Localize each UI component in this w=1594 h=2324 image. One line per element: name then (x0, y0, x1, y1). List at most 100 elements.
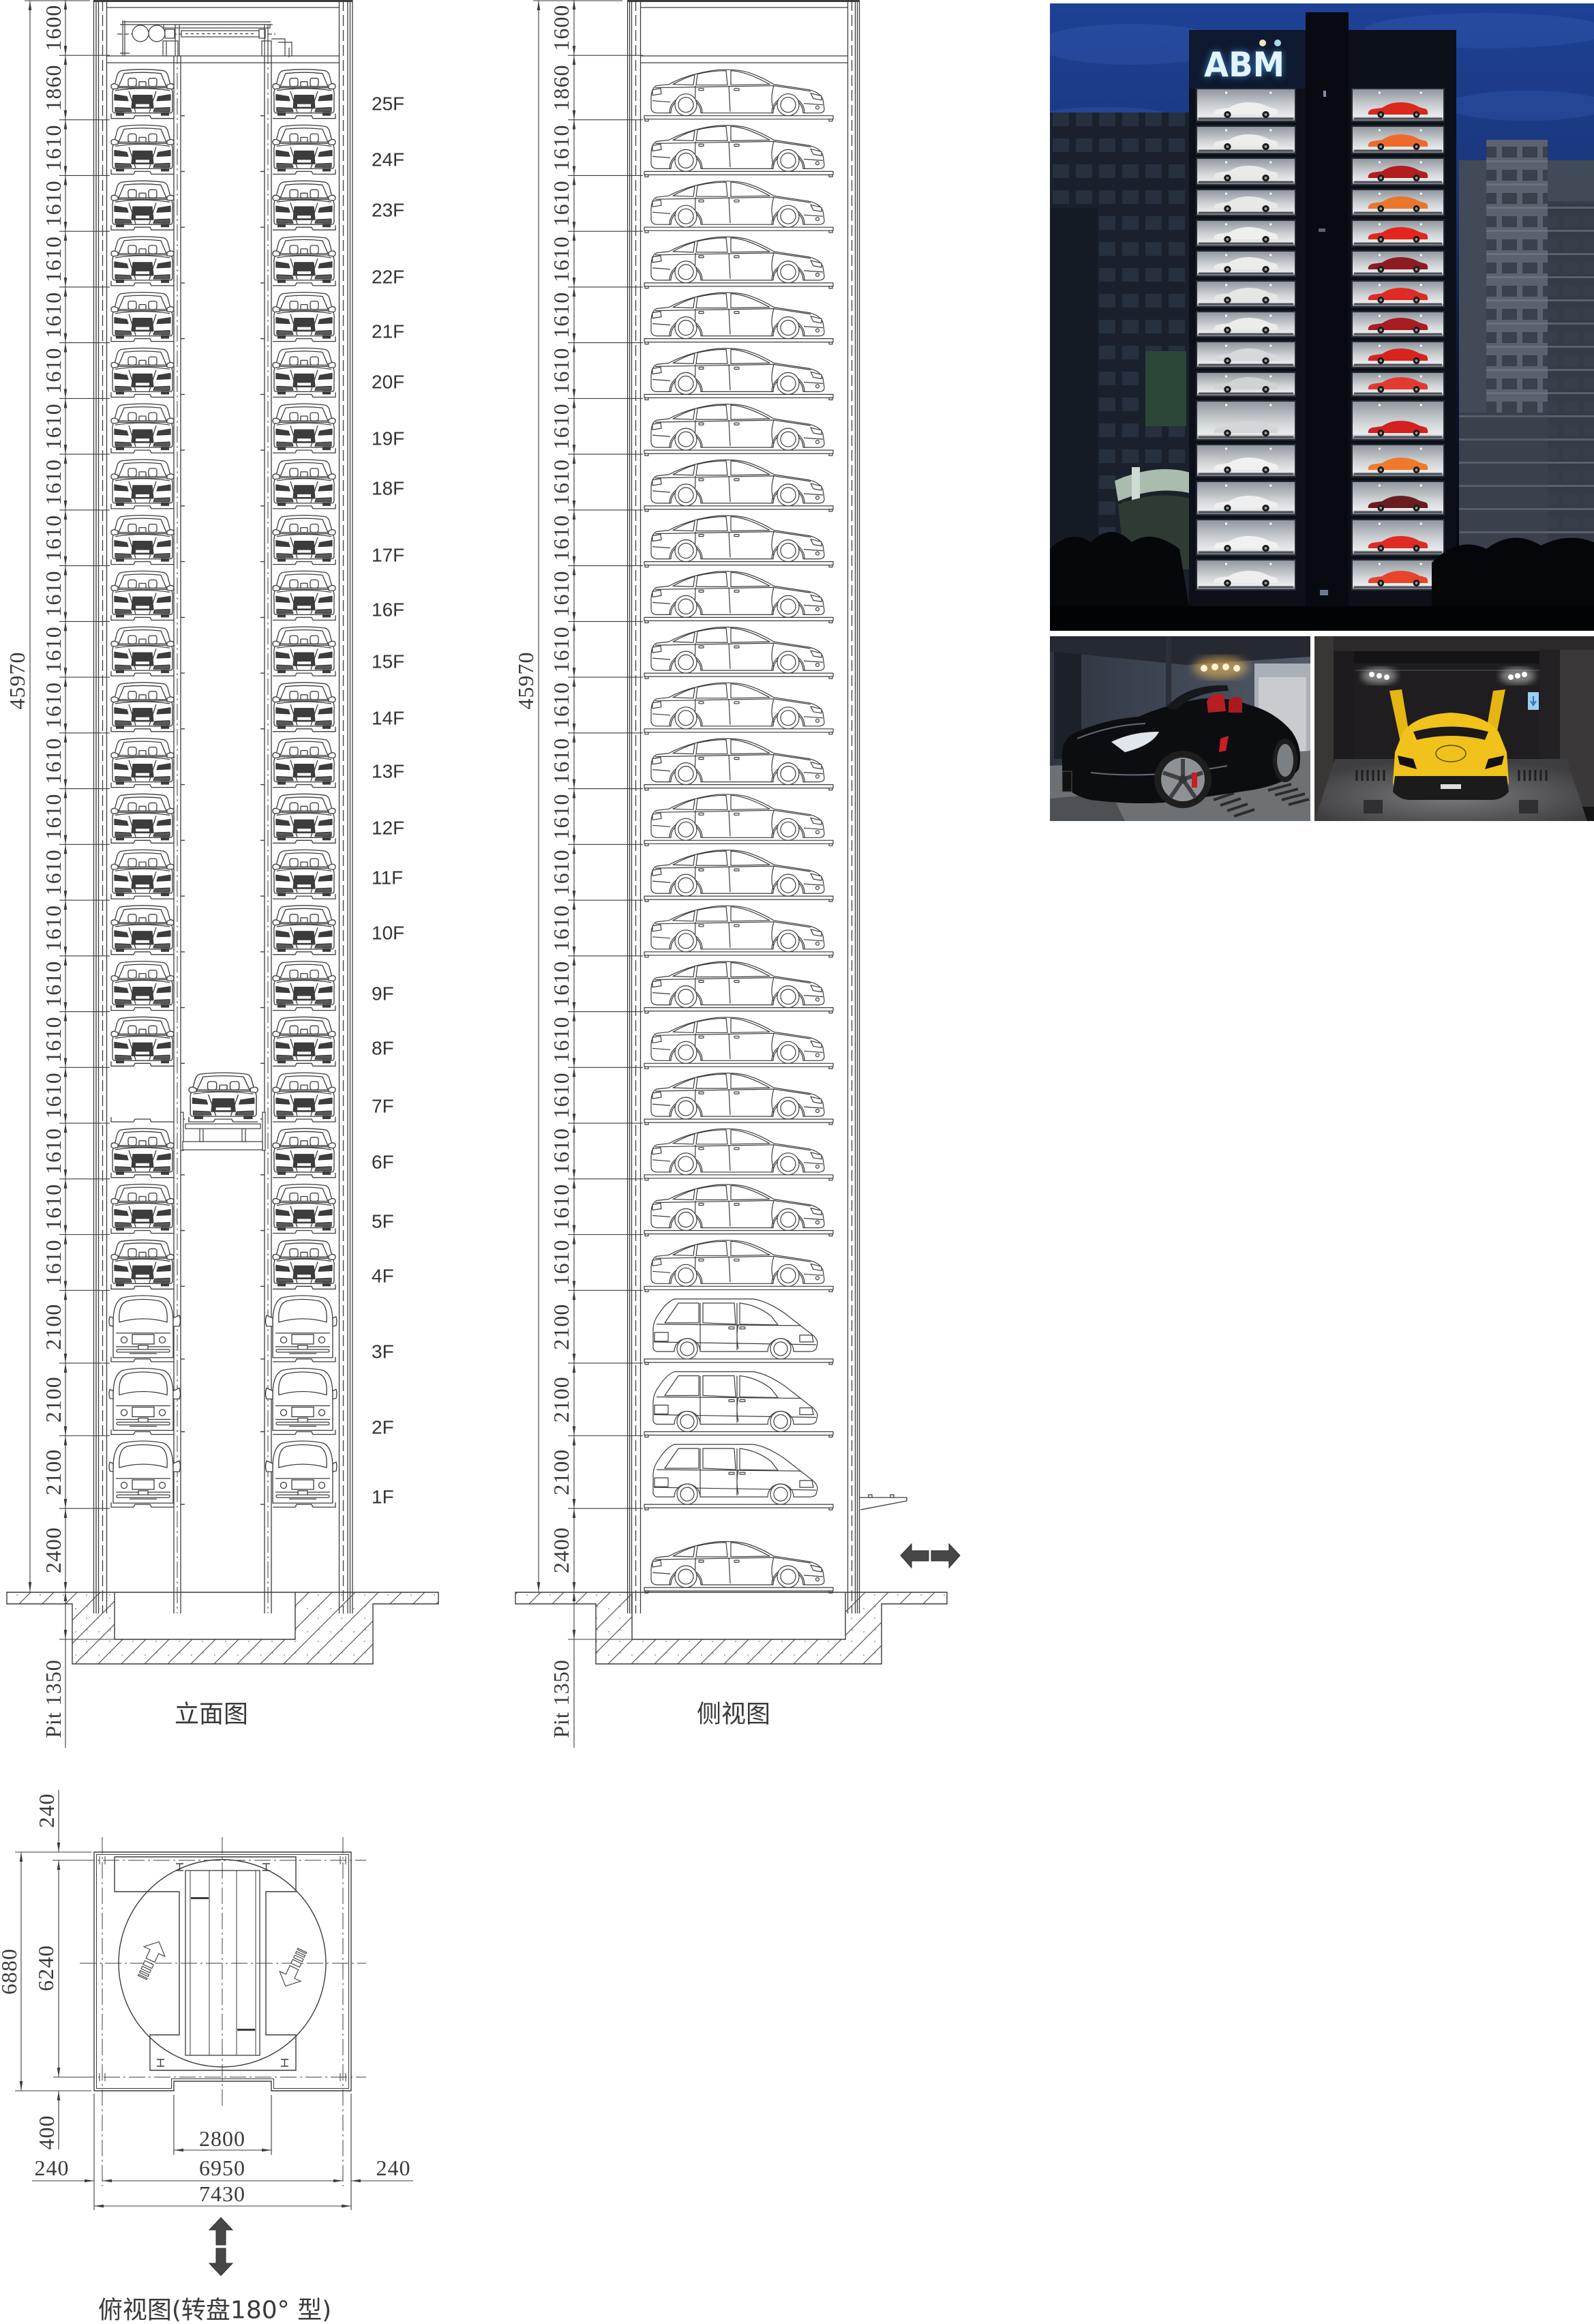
overall-height-label: 45970 (5, 652, 29, 710)
wheel-hub (1179, 775, 1187, 784)
headlight (1398, 756, 1417, 769)
car-body (1368, 196, 1428, 209)
parking-bay (1351, 158, 1445, 185)
level-height-label: 1610 (41, 125, 65, 171)
car-body (1368, 348, 1428, 361)
bay-lamp-icon (1269, 91, 1272, 94)
floor-20f: 20F (110, 347, 404, 398)
mpv-side-icon (644, 1371, 834, 1438)
sedan-front-icon (272, 236, 336, 284)
hoist-leg (261, 40, 272, 57)
bay-lamp-icon (1269, 192, 1272, 195)
wheel-hub (1264, 388, 1267, 391)
ground-shadow (1050, 606, 1594, 631)
sedan-front-icon (272, 626, 336, 674)
canopy-bracket (868, 1494, 873, 1498)
car (1368, 348, 1428, 364)
level-height-label: 1610 (41, 292, 65, 338)
hoist-leg-detail (264, 25, 269, 56)
bay-lamp-icon (1419, 375, 1422, 378)
parking-bay (1351, 220, 1445, 247)
wheel-hub (1226, 207, 1229, 210)
bay-lamp-icon (1419, 254, 1422, 256)
sign-dot-icon (1274, 40, 1281, 46)
level-height-label: 2100 (41, 1376, 65, 1422)
wheel-hub (1226, 582, 1229, 584)
level-height-label: 2100 (41, 1304, 65, 1350)
bay-lamp-icon (1378, 223, 1381, 226)
level-height-label: 1610 (41, 348, 65, 394)
car (1368, 421, 1428, 436)
light-icon (1515, 673, 1520, 679)
i-beam-icon (157, 1863, 288, 2067)
level-height-label: 1610 (41, 459, 65, 505)
level-height-label: 1610 (549, 180, 573, 226)
sedan-front-icon (110, 236, 175, 284)
side-view: 1600186016101610161016101610161016101610… (513, 0, 961, 1748)
side-level-8f (644, 1017, 834, 1069)
wheel-hub (1379, 207, 1383, 210)
car (1214, 348, 1278, 364)
car-body (1214, 318, 1278, 330)
floor-label: 6F (372, 1152, 394, 1173)
car (1214, 496, 1278, 511)
light-icon (1377, 673, 1382, 679)
bay-lamp-icon (1419, 192, 1422, 195)
bay-glass (1351, 280, 1445, 308)
sedan-side-icon (644, 794, 834, 846)
floor-18f: 18F (110, 459, 404, 509)
parking-bay (1351, 125, 1445, 154)
red-seat (1229, 696, 1242, 713)
sedan-front-icon (110, 849, 175, 897)
front-clearance-label: 400 (34, 2115, 59, 2150)
car (1214, 421, 1278, 436)
light-icon (1212, 664, 1218, 670)
floor-label: 22F (372, 267, 404, 288)
level-height-label: 1610 (549, 682, 573, 728)
side-level-1f (644, 1444, 834, 1510)
floor-label: 12F (372, 818, 404, 839)
light-icon (1522, 672, 1527, 677)
sedan-front-icon (272, 459, 336, 507)
wheel-hub (1264, 113, 1267, 116)
right-inner-post (1539, 650, 1560, 779)
wheel-hub (1264, 432, 1267, 434)
wheel-hub (1415, 238, 1418, 241)
car (1214, 257, 1278, 273)
side-level-23f (644, 181, 834, 233)
yellow-supercar-bay-photo (1314, 636, 1594, 821)
bay-lamp-icon (1224, 484, 1228, 487)
floor-25f: 25F (110, 69, 404, 119)
mpv-front-icon (265, 1295, 337, 1358)
wheel-hub (1379, 507, 1383, 509)
level-height-label: 1610 (41, 1184, 65, 1230)
car (1368, 318, 1428, 333)
black-convertible-bay-photo (1050, 636, 1310, 821)
overall-depth-label: 6880 (0, 1948, 21, 1995)
wheel-hub (1415, 468, 1418, 471)
car (1214, 227, 1278, 243)
side-view-title: 侧视图 (697, 1701, 770, 1729)
mpv-front-icon (265, 1367, 337, 1431)
car (1214, 571, 1278, 586)
bay-glass (1351, 250, 1445, 277)
steel-frame-beams (114, 1856, 297, 2071)
bay-lamp-icon (1378, 314, 1381, 317)
sedan-side-icon (644, 1017, 834, 1069)
side-level-14f (644, 682, 834, 735)
plan-outer-wall (93, 1851, 352, 2091)
floor-9f: 9F (110, 960, 394, 1011)
level-height-label: 1610 (549, 794, 573, 840)
wheel-hub (1226, 547, 1229, 550)
parking-bay (1196, 220, 1296, 247)
level-height-label: 1610 (549, 626, 573, 672)
side-level-22f (644, 236, 834, 289)
level-height-label: 1610 (41, 1239, 65, 1285)
wheel-chock (1364, 800, 1383, 814)
overall-height-label: 45970 (513, 652, 538, 710)
side-level-4f (644, 1240, 834, 1292)
car (1214, 166, 1278, 181)
side-level-17f (644, 515, 834, 568)
level-height-label: 1610 (41, 794, 65, 840)
license-plate (1441, 784, 1461, 789)
